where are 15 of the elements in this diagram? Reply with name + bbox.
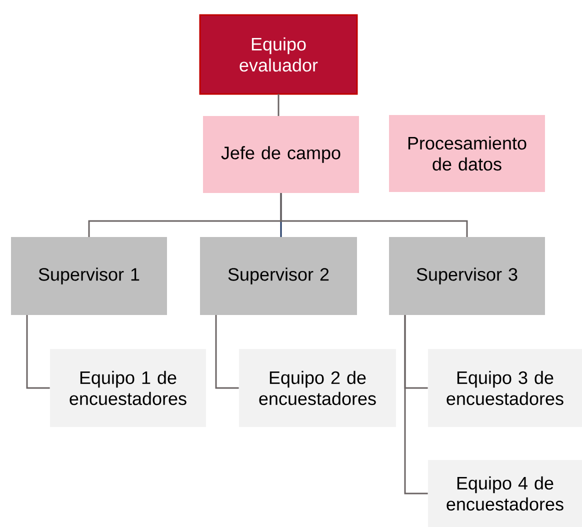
top-box: Equipo evaluador — [199, 14, 358, 95]
connector-line — [278, 94, 280, 116]
team-box: Equipo 4 de encuestadores — [428, 460, 582, 527]
team-box: Equipo 3 de encuestadores — [428, 348, 582, 427]
supervisor-box: Supervisor 3 — [389, 237, 545, 315]
connector-line — [215, 315, 239, 389]
connector-line — [280, 193, 468, 237]
connector-line — [26, 315, 50, 389]
connector-line — [404, 315, 428, 494]
supervisor-box: Supervisor 2 — [200, 237, 357, 315]
role-box: Jefe de campo — [203, 116, 359, 193]
role-box: Procesamiento de datos — [389, 115, 545, 192]
team-box: Equipo 1 de encuestadores — [50, 348, 206, 427]
team-box: Equipo 2 de encuestadores — [239, 348, 396, 427]
supervisor-box: Supervisor 1 — [11, 237, 167, 315]
